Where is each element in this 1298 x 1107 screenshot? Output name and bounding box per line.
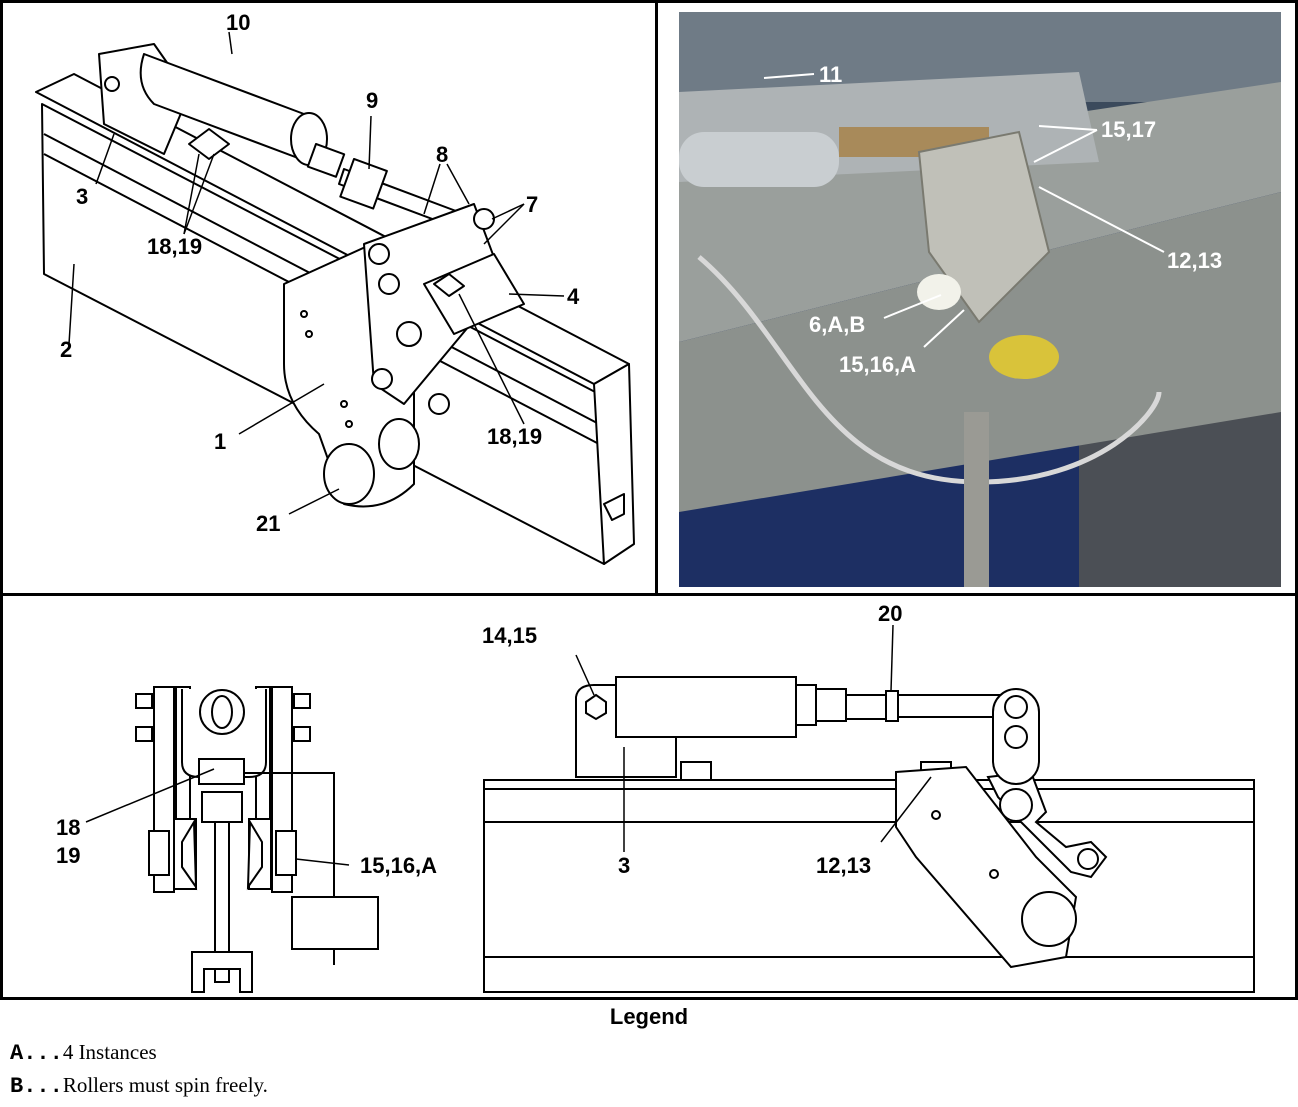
isometric-assembly-drawing: 10 9 8 7 3 18,19 4 2 1 18,19 21 xyxy=(35,10,635,565)
callout-15-16-A-end: 15,16,A xyxy=(360,853,437,878)
legend-key: A... xyxy=(10,1041,63,1066)
panel-divider-vertical xyxy=(655,0,658,595)
arm-4 xyxy=(363,203,505,405)
callout-14-15: 14,15 xyxy=(482,623,537,648)
roller-21 xyxy=(323,443,375,505)
end-view-drawing: 18 19 15,16,A xyxy=(56,686,437,993)
callout-10: 10 xyxy=(226,10,250,35)
callout-11: 11 xyxy=(819,62,842,87)
callout-18: 18 xyxy=(56,815,80,840)
callout-1: 1 xyxy=(214,429,226,454)
legend-item-b: B...Rollers must spin freely. xyxy=(10,1073,268,1099)
callout-8: 8 xyxy=(436,142,448,167)
callout-3-side: 3 xyxy=(618,853,630,878)
legend-item-a: A...4 Instances xyxy=(10,1040,157,1066)
assembly-photo: 11 15,17 12,13 6,A,B 15,16,A xyxy=(679,12,1281,587)
callout-18-19-bottom: 18,19 xyxy=(487,424,542,449)
callout-4: 4 xyxy=(567,284,580,309)
callout-19: 19 xyxy=(56,843,80,868)
callout-9: 9 xyxy=(366,88,378,113)
callout-3: 3 xyxy=(76,184,88,209)
legend-text: 4 Instances xyxy=(62,1040,157,1064)
panel-divider-horizontal xyxy=(0,593,1298,596)
callout-15-17: 15,17 xyxy=(1101,117,1156,142)
callout-12-13-side: 12,13 xyxy=(816,853,871,878)
callout-15-16-A: 15,16,A xyxy=(839,352,916,377)
figure-frame xyxy=(0,0,1298,1000)
callout-21: 21 xyxy=(256,511,280,536)
callout-7: 7 xyxy=(526,192,538,217)
callout-6-A-B: 6,A,B xyxy=(809,312,865,337)
side-view-drawing: 14,15 20 3 12,13 xyxy=(482,601,1255,993)
callout-2: 2 xyxy=(60,337,72,362)
legend-key: B... xyxy=(10,1074,63,1099)
callout-18-19-top: 18,19 xyxy=(147,234,202,259)
callout-20: 20 xyxy=(878,601,902,626)
legend-title: Legend xyxy=(609,1004,689,1029)
legend-text: Rollers must spin freely. xyxy=(62,1073,268,1097)
callout-12-13: 12,13 xyxy=(1167,248,1222,273)
